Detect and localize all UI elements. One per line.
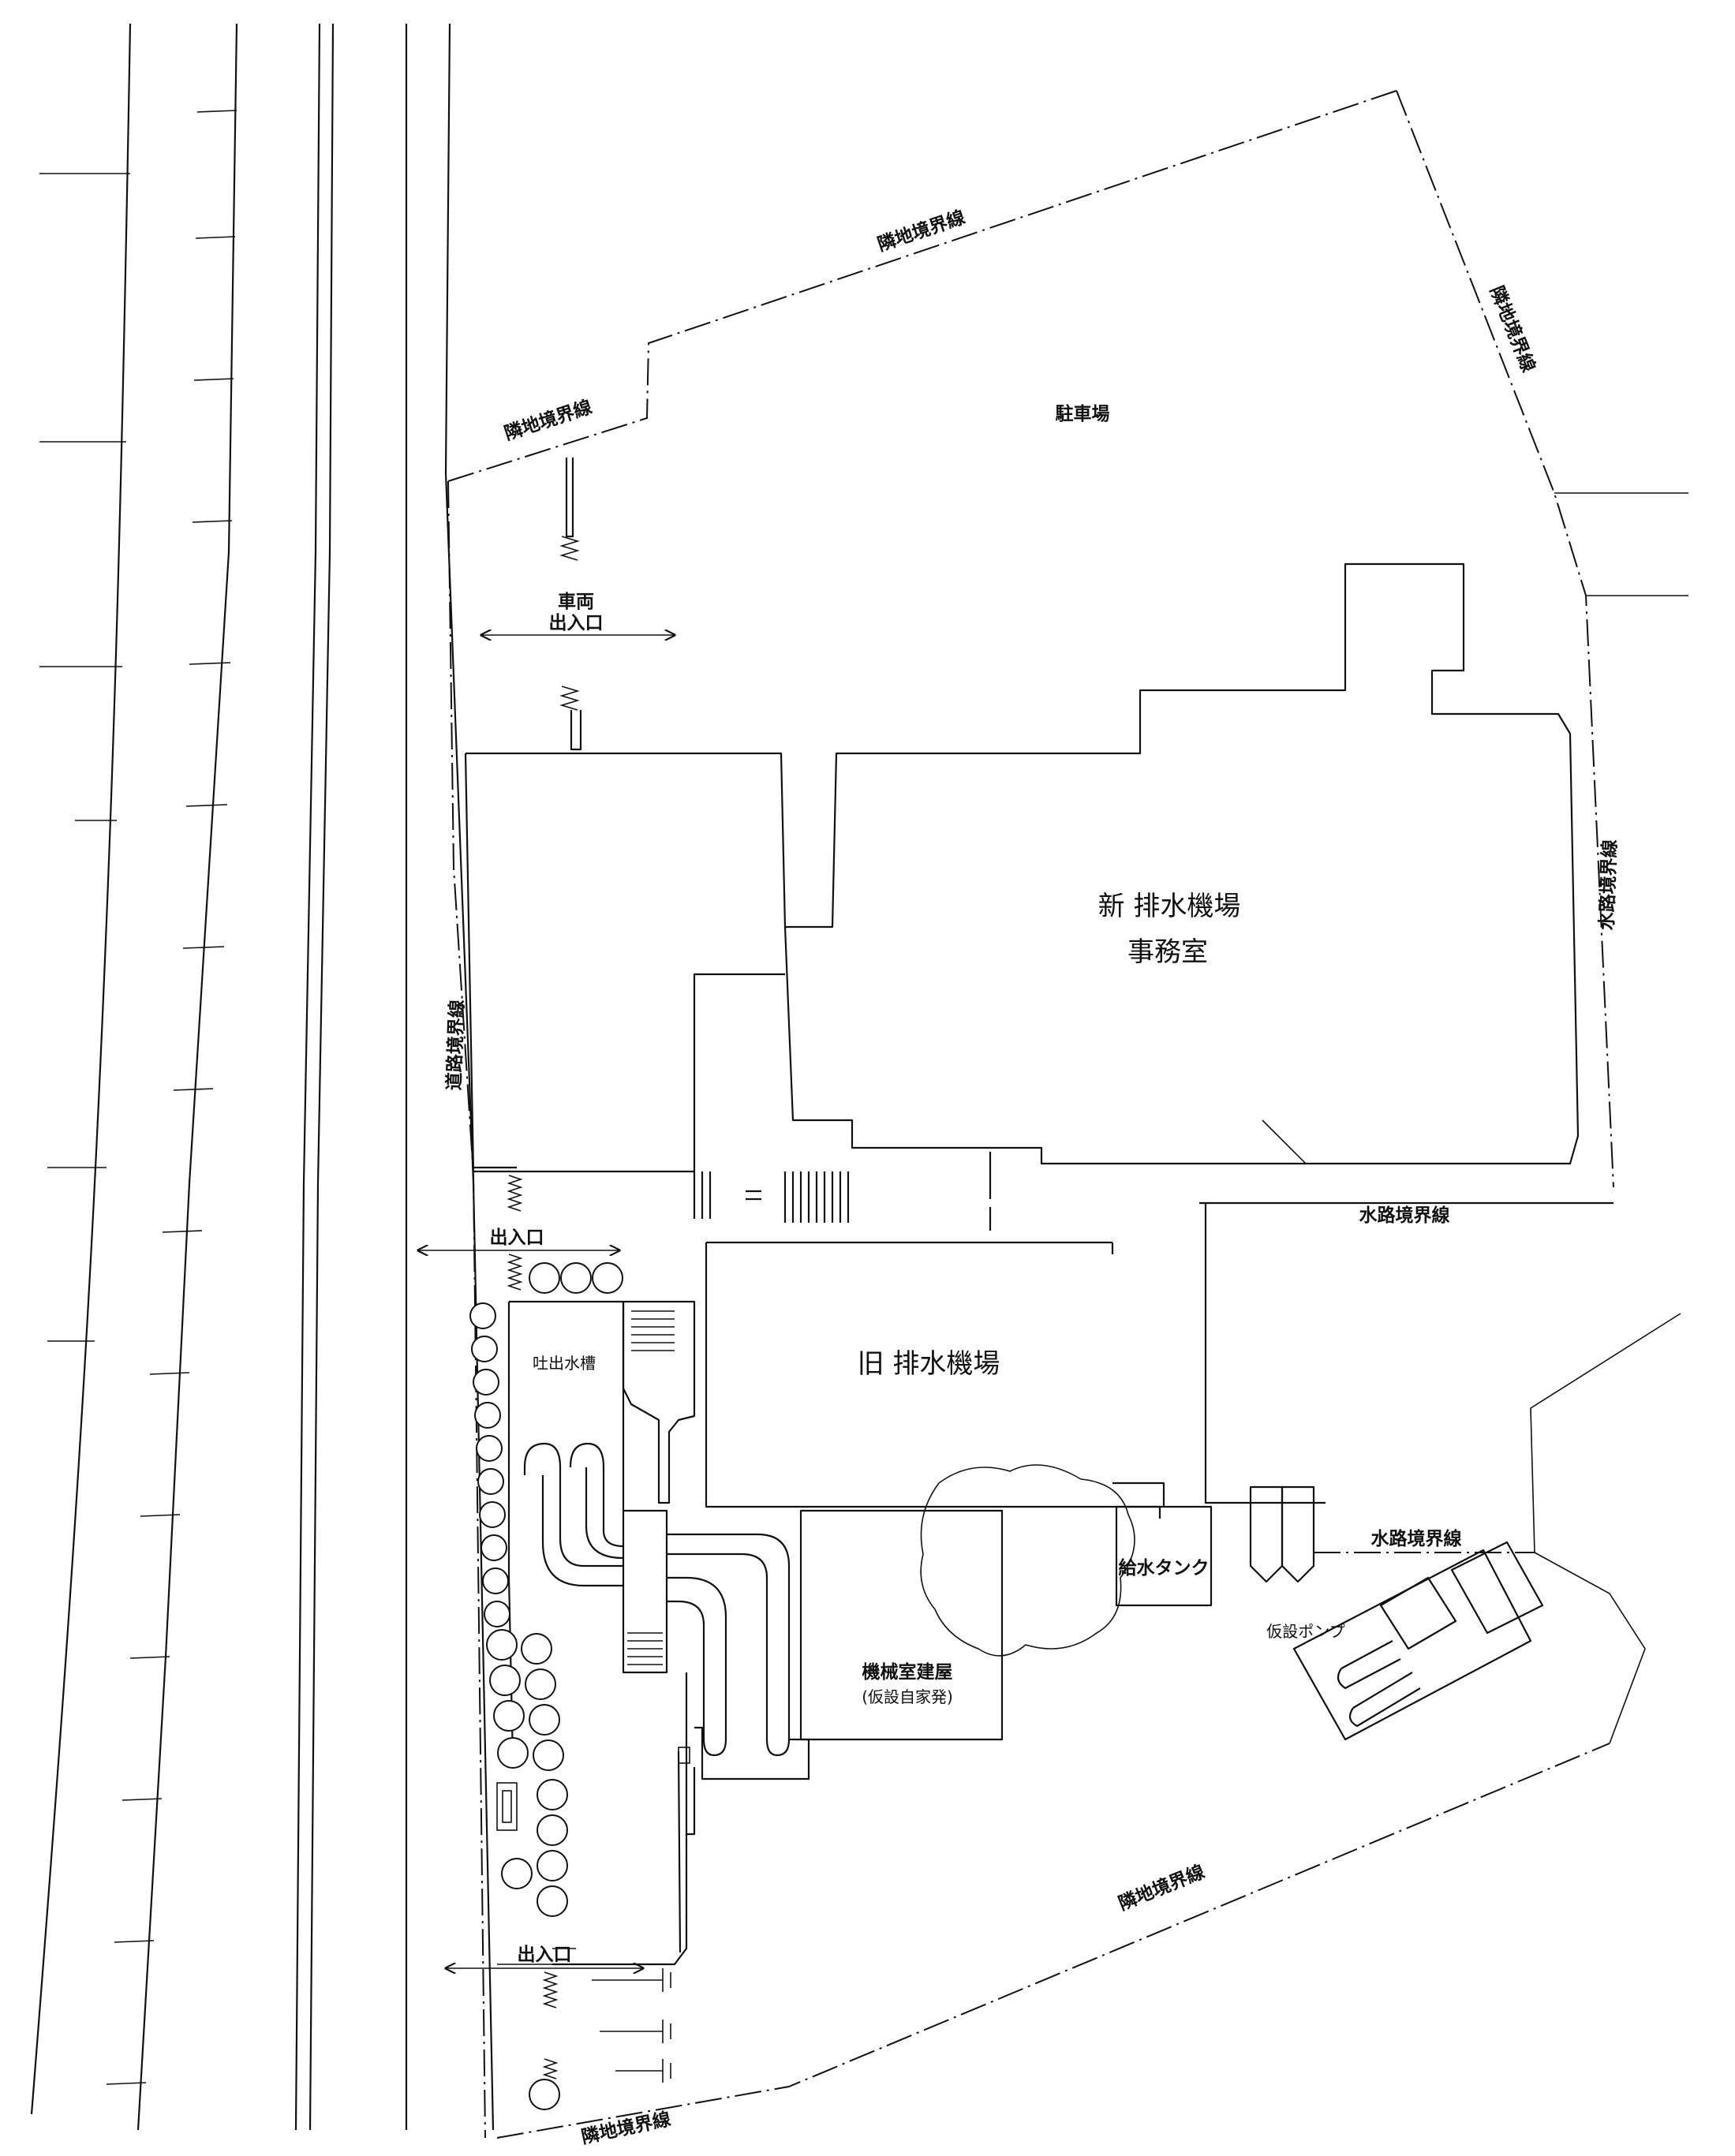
water-tank (1112, 1482, 1213, 1607)
labels: 駐車場 新 排水機場 事務室 旧 排水機場 吐出水槽 機械室建屋 (仮設自家発)… (443, 207, 1621, 2148)
label-boundary-neighbor-right: 隣地境界線 (1486, 283, 1539, 376)
vehicle-gate (481, 458, 675, 751)
label-vehicle-2: 出入口 (549, 613, 604, 633)
label-entrance-mid: 出入口 (490, 1227, 544, 1248)
boundary-lines (447, 90, 1688, 2139)
label-vehicle-1: 車両 (558, 592, 594, 612)
temporary-pump (1249, 1485, 1544, 1741)
label-boundary-neighbor-left: 隣地境界線 (502, 396, 595, 444)
label-discharge-tank: 吐出水槽 (533, 1354, 596, 1373)
label-parking: 駐車場 (1056, 403, 1110, 424)
label-temp-pump: 仮設ポンプ (1266, 1622, 1344, 1641)
label-entrance-bottom: 出入口 (518, 1945, 572, 1965)
entrance-gates (418, 1166, 671, 2083)
road-and-lots (30, 23, 495, 2131)
label-machine-room: 機械室建屋 (862, 1661, 953, 1683)
new-pump-station (464, 562, 1580, 1173)
label-boundary-neighbor-bottom: 隣地境界線 (579, 2109, 672, 2148)
label-boundary-water-mid: 水路境界線 (1359, 1205, 1450, 1226)
trees (469, 1262, 1135, 2110)
machine-room-building (799, 1509, 1004, 1741)
label-new-station-1: 新 排水機場 (1098, 891, 1241, 922)
label-boundary-neighbor-lower: 隣地境界線 (1116, 1861, 1208, 1915)
stairs (693, 1152, 992, 1231)
label-new-station-2: 事務室 (1127, 936, 1208, 968)
label-boundary-road: 道路境界線 (443, 1000, 468, 1091)
label-machine-room-note: (仮設自家発) (862, 1687, 953, 1706)
label-boundary-water-right: 水路境界線 (1596, 839, 1621, 931)
label-water-tank: 給水タンク (1119, 1557, 1210, 1579)
label-old-station: 旧 排水機場 (858, 1348, 1000, 1380)
old-pump-station (705, 1201, 1613, 1519)
label-boundary-water-lower: 水路境界線 (1371, 1528, 1462, 1549)
label-boundary-neighbor-top: 隣地境界線 (875, 207, 968, 256)
